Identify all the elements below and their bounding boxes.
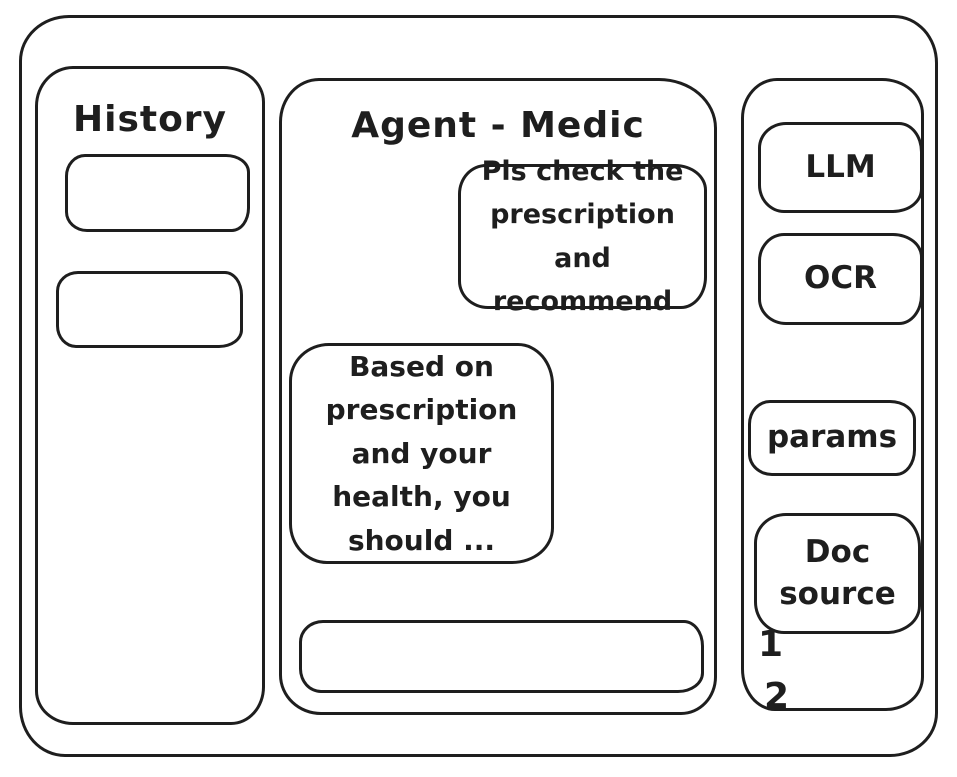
- doc-source-button[interactable]: Doc source: [754, 513, 921, 634]
- params-button[interactable]: params: [748, 400, 916, 476]
- chat-panel: Agent - Medic Pls check the prescription…: [279, 78, 717, 715]
- doc-source-item-2[interactable]: 2: [764, 676, 790, 717]
- tools-panel: LLM OCR params Doc source 1 2: [741, 78, 924, 715]
- app-frame: History Agent - Medic Pls check the pres…: [19, 15, 938, 757]
- user-message-text: Pls check the prescription and recommend: [481, 156, 684, 317]
- history-title: History: [72, 99, 228, 140]
- ocr-button[interactable]: OCR: [758, 233, 923, 325]
- message-input[interactable]: [299, 620, 704, 693]
- llm-button[interactable]: LLM: [758, 122, 923, 213]
- user-message-bubble: Pls check the prescription and recommend: [458, 156, 707, 317]
- history-item[interactable]: [65, 154, 250, 232]
- assistant-message-bubble: Based on prescription and your health, y…: [289, 343, 554, 564]
- chat-title: Agent - Medic: [351, 105, 645, 146]
- history-panel: History: [35, 66, 265, 725]
- doc-source-item-1[interactable]: 1: [758, 624, 784, 665]
- assistant-message-text: Based on prescription and your health, y…: [325, 350, 518, 557]
- history-item[interactable]: [56, 271, 243, 348]
